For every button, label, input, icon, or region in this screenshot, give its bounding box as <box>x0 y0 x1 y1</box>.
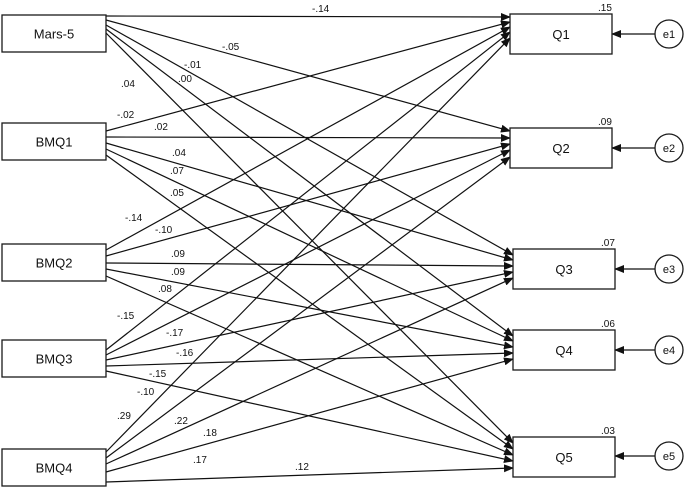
path-arrow-bmq1-q2 <box>105 133 511 142</box>
r-squared-q5: .03 <box>601 426 615 437</box>
coefficient-label-bmq1-q5: .05 <box>170 188 184 199</box>
outcome-box-q5 <box>512 436 616 478</box>
error-circle-e4 <box>654 335 684 365</box>
coefficient-label-bmq1-q2: .02 <box>154 122 168 133</box>
path-arrow-bmq3-q3 <box>105 269 514 361</box>
coefficient-label-bmq2-q1: -.14 <box>125 213 143 224</box>
coefficient-label-bmq2-q2: -.10 <box>155 225 173 236</box>
predictor-label-mars5: Mars-5 <box>34 27 74 42</box>
path-arrow-bmq4-q5 <box>105 464 514 483</box>
predictor-box-bmq4 <box>1 448 107 487</box>
coefficient-label-mars5-q1: -.14 <box>312 4 330 15</box>
error-label-e2: e2 <box>663 143 675 155</box>
path-arrow-bmq1-q3 <box>105 142 514 262</box>
error-circle-e5 <box>654 441 684 471</box>
coefficient-label-bmq4-q5: .12 <box>295 462 309 473</box>
coefficient-label-bmq2-q5: .08 <box>158 284 172 295</box>
outcome-box-q4 <box>512 329 616 371</box>
predictor-box-mars5 <box>1 14 107 53</box>
path-arrow-bmq2-q2 <box>105 142 511 257</box>
path-arrow-bmq1-q5 <box>105 154 514 450</box>
r-squared-q1: .15 <box>598 3 612 14</box>
path-arrows <box>105 12 655 483</box>
error-label-e3: e3 <box>663 264 675 276</box>
coefficient-labels: -.14 -.05 -.01 .00 .04 -.02 .02 .04 .07 .05 -.14 -.… <box>117 4 330 473</box>
coefficient-label-bmq4-q3: .18 <box>203 428 217 439</box>
coefficient-label-bmq1-q4: .07 <box>170 166 184 177</box>
error-label-e4: e4 <box>663 345 675 357</box>
error-circle-e1 <box>654 19 684 49</box>
coefficient-label-bmq2-q3: .09 <box>171 249 185 260</box>
predictor-label-bmq3: BMQ3 <box>36 352 73 367</box>
r-squared-q4: .06 <box>601 319 615 330</box>
error-circle-e2 <box>654 133 684 163</box>
path-arrow-bmq2-q5 <box>105 275 514 456</box>
predictor-label-bmq1: BMQ1 <box>36 135 73 150</box>
r-squared-q3: .07 <box>601 238 615 249</box>
coefficient-label-mars5-q4: .00 <box>178 74 192 85</box>
outcome-box-q3 <box>512 248 616 290</box>
path-arrow-bmq2-q4 <box>105 268 514 350</box>
path-arrow-mars5-q5 <box>105 32 514 444</box>
path-arrow-bmq4-q4 <box>105 357 514 473</box>
path-arrow-mars5-q1 <box>105 12 511 21</box>
coefficient-label-mars5-q3: -.01 <box>184 60 202 71</box>
r-squared-q2: .09 <box>598 117 612 128</box>
predictor-label-bmq4: BMQ4 <box>36 461 73 476</box>
coefficient-label-bmq4-q4: .17 <box>193 455 207 466</box>
coefficient-label-bmq3-q5: -.10 <box>137 387 155 398</box>
outcome-label-q3: Q3 <box>555 262 572 277</box>
error-label-e5: e5 <box>663 451 675 463</box>
coefficient-label-bmq4-q1: .29 <box>117 411 131 422</box>
path-arrow-bmq2-q1 <box>105 26 511 251</box>
path-arrow-bmq4-q2 <box>105 156 511 459</box>
outcome-box-q1 <box>509 13 613 55</box>
outcome-label-q5: Q5 <box>555 450 572 465</box>
outcome-box-q2 <box>509 127 613 169</box>
outcome-label-q4: Q4 <box>555 343 572 358</box>
coefficient-label-bmq2-q4: .09 <box>171 267 185 278</box>
coefficient-label-bmq3-q1: -.15 <box>117 311 135 322</box>
path-arrow-mars5-q4 <box>105 28 514 337</box>
coefficient-label-bmq4-q2: .22 <box>174 416 188 427</box>
coefficient-label-bmq3-q3: -.16 <box>176 348 194 359</box>
error-circle-e3 <box>654 254 684 284</box>
outcome-label-q1: Q1 <box>552 27 569 42</box>
path-arrow-mars5-q3 <box>105 24 514 256</box>
outcome-label-q2: Q2 <box>552 141 569 156</box>
predictor-box-bmq3 <box>1 339 107 378</box>
predictor-box-bmq2 <box>1 243 107 282</box>
path-arrow-bmq3-q4 <box>105 349 514 367</box>
predictor-box-bmq1 <box>1 122 107 161</box>
path-arrow-bmq4-q3 <box>105 277 514 465</box>
path-arrow-mars5-q2 <box>105 19 511 133</box>
path-arrow-bmq1-q4 <box>105 148 514 342</box>
path-arrow-bmq1-q1 <box>105 20 511 132</box>
coefficient-label-mars5-q5: .04 <box>121 79 135 90</box>
path-arrow-bmq2-q3 <box>105 261 514 270</box>
coefficient-label-mars5-q2: -.05 <box>222 42 240 53</box>
path-arrow-bmq3-q1 <box>105 31 511 351</box>
coefficient-label-bmq1-q3: .04 <box>172 148 186 159</box>
coefficient-label-bmq3-q4: -.15 <box>149 369 167 380</box>
error-label-e1: e1 <box>663 29 675 41</box>
path-arrow-bmq4-q1 <box>105 37 511 453</box>
predictor-label-bmq2: BMQ2 <box>36 256 73 271</box>
coefficient-label-bmq3-q2: -.17 <box>166 328 184 339</box>
coefficient-label-bmq1-q1: -.02 <box>117 110 135 121</box>
path-arrow-bmq3-q2 <box>105 149 511 356</box>
